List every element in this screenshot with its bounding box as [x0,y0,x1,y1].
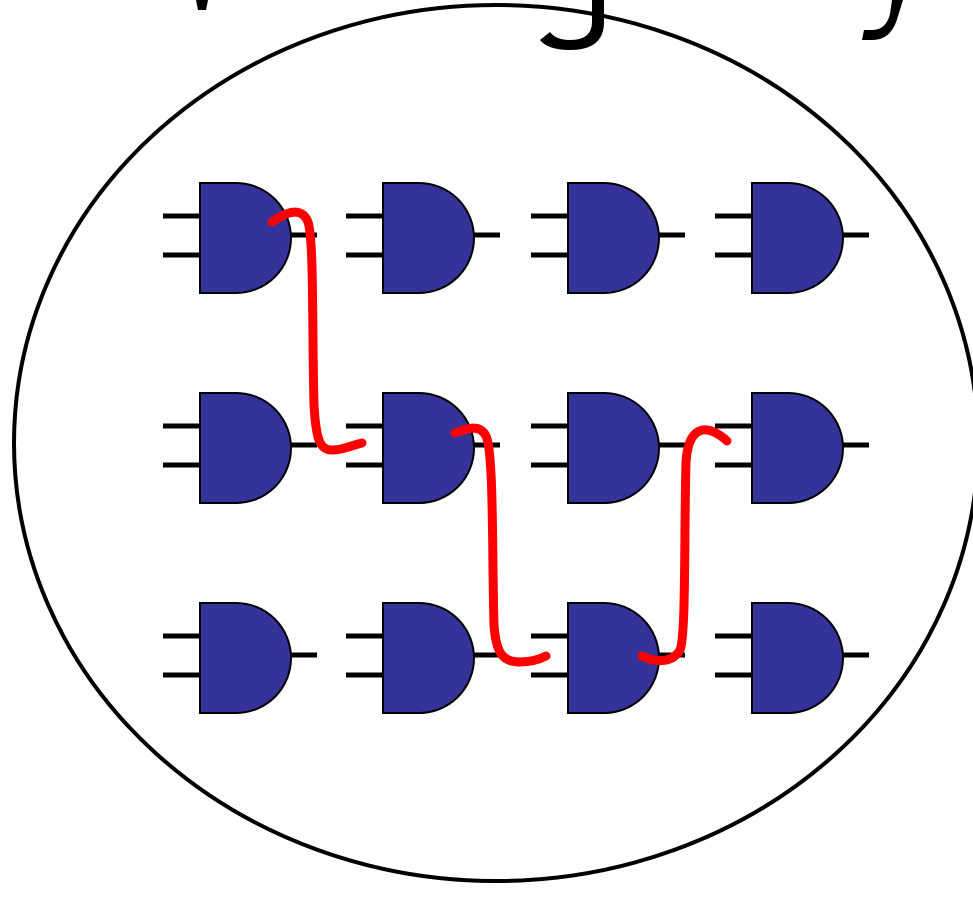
and-gate-body [199,392,292,504]
and-gate-r1c1 [163,182,317,294]
and-gate-r3c4 [715,602,869,714]
cropped-glyph-fragment-left [196,0,208,10]
and-gate-body [751,182,844,294]
and-gate-body [199,602,292,714]
and-gate-body [567,182,660,294]
and-gate-r1c2 [346,182,500,294]
and-gate-body [382,392,475,504]
and-gate-body [382,182,475,294]
and-gate-r1c4 [715,182,869,294]
and-gate-body [567,392,660,504]
wire-r2c2-to-r3c3 [450,423,551,667]
wire-r3c3-to-r2c4 [637,425,732,665]
cropped-glyph-fragment-g [540,0,604,50]
and-gate-body [751,602,844,714]
routed-wires [267,207,732,667]
and-gate-body [382,602,475,714]
and-gate-r3c2 [346,602,500,714]
and-gate-r3c1 [163,602,317,714]
and-gate-body [199,182,292,294]
cropped-title-fragments [196,0,903,50]
gates-layer [163,182,869,714]
and-gate-r2c3 [531,392,685,504]
and-gate-r1c3 [531,182,685,294]
and-gate-body [751,392,844,504]
and-gate-r2c4 [715,392,869,504]
chip-boundary-ellipse [12,3,973,883]
cropped-glyph-fragment-y [862,0,903,40]
wire-r1c1-to-r2c2 [267,207,367,455]
and-gate-r2c1 [163,392,317,504]
and-gate-r2c2 [346,392,500,504]
